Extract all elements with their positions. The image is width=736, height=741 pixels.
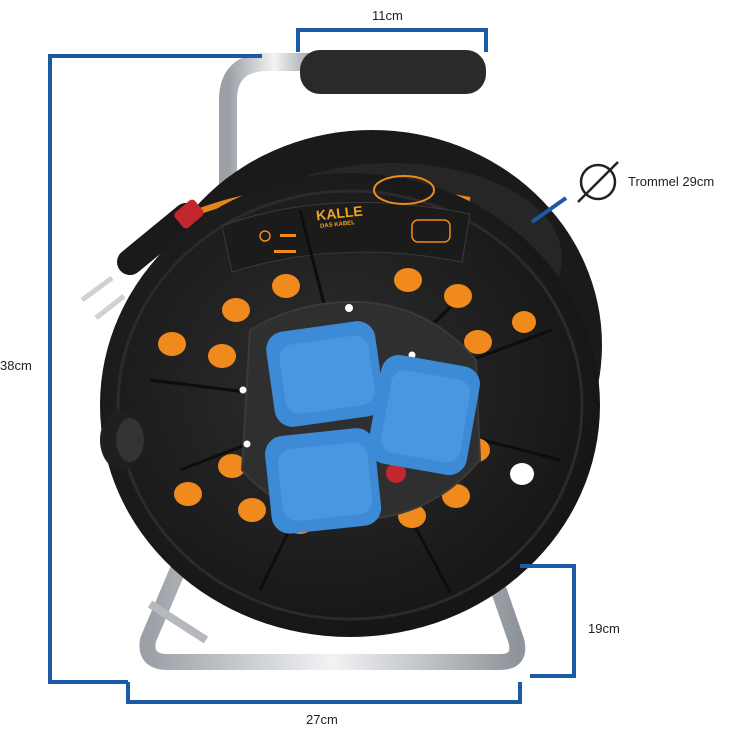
brand-label-panel — [221, 202, 471, 273]
height-dimension-line — [48, 54, 262, 684]
socket-1[interactable] — [264, 319, 386, 429]
socket-3[interactable] — [263, 426, 383, 535]
cable-windows — [158, 268, 536, 534]
foot-height-label: 19cm — [588, 621, 620, 636]
width-dimension-line — [126, 682, 522, 704]
height-label: 38cm — [0, 358, 32, 373]
dimension-lines — [48, 28, 576, 704]
carry-handle[interactable] — [300, 50, 486, 94]
handle-width-label: 11cm — [372, 8, 403, 23]
cable-guide — [100, 410, 144, 470]
handle-dimension-line — [296, 28, 488, 52]
foot-dimension-line — [520, 564, 576, 678]
socket-2[interactable] — [365, 352, 483, 478]
metal-frame — [139, 50, 526, 670]
base-width-label: 27cm — [306, 712, 338, 727]
reset-button[interactable] — [386, 463, 406, 483]
power-plug[interactable] — [80, 198, 205, 320]
diameter-icon — [577, 161, 619, 203]
drum-dimension-leader — [530, 196, 568, 224]
drum-diameter-label: Trommel 29cm — [628, 174, 715, 189]
